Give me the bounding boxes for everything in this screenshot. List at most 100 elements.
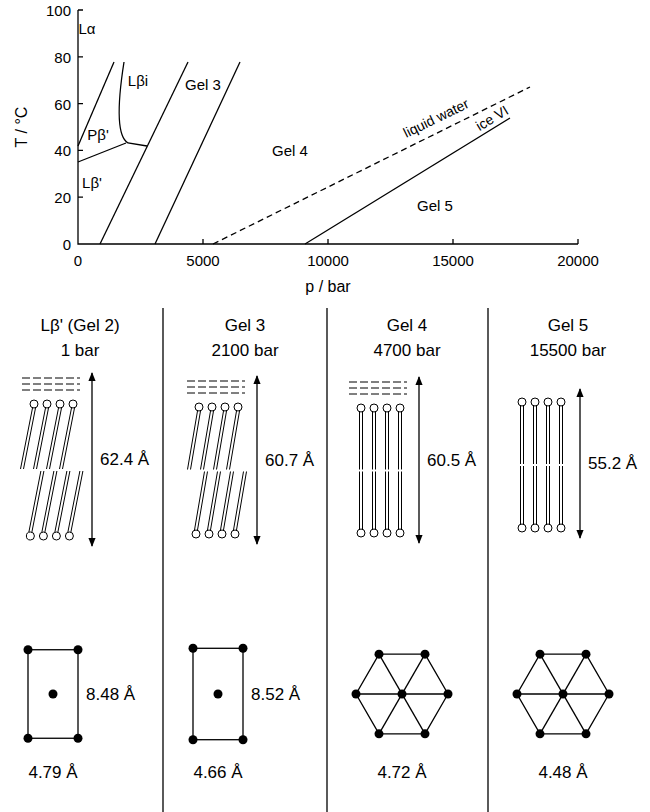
lipid-chain	[24, 408, 36, 469]
lipid-chain	[50, 408, 62, 469]
lipid-chain	[211, 472, 221, 531]
lipid-chain	[562, 406, 563, 464]
lipid-head	[370, 529, 378, 537]
lipid-chain	[359, 472, 360, 530]
chart-label: Lβ'	[82, 175, 102, 190]
lipid-chain	[362, 472, 363, 530]
lattice-point	[189, 644, 198, 653]
chart-label: 100	[46, 3, 71, 18]
water-layer	[187, 393, 245, 394]
panel-label: 60.7 Å	[265, 451, 314, 468]
chart-label: Gel 4	[272, 143, 308, 158]
phase-boundaries	[78, 62, 530, 244]
lipid-chain	[559, 466, 560, 524]
lipid-head	[383, 529, 391, 537]
water-layer	[22, 390, 80, 391]
lattice-point	[352, 690, 361, 699]
chart-label: Gel 5	[417, 198, 453, 213]
lipid-chain	[34, 408, 46, 469]
lipid-head	[192, 530, 200, 538]
panel-separators	[163, 308, 488, 812]
lipid-head	[56, 400, 64, 408]
panel-label: 60.5 Å	[427, 451, 476, 468]
lipid-head	[234, 403, 242, 411]
chart-label: 0	[63, 237, 71, 252]
panel-label: 8.48 Å	[86, 686, 135, 703]
chart-label: 80	[54, 49, 71, 64]
lattice-point	[398, 690, 407, 699]
lipid-head	[396, 404, 404, 412]
lattice-point	[24, 734, 33, 743]
lipid-chain	[536, 466, 537, 524]
separator-line	[487, 308, 488, 812]
lattice-point	[421, 729, 430, 738]
lipid-chain	[388, 412, 389, 470]
lipid-chain	[191, 411, 201, 470]
lattice-point	[189, 735, 198, 744]
lipid-head	[30, 400, 38, 408]
lipid-head	[531, 398, 539, 406]
lipid-head	[208, 403, 216, 411]
x-ticks	[203, 239, 578, 244]
lipid-chain	[37, 408, 49, 469]
lipid-chain	[372, 412, 373, 470]
chart-label: Lα	[78, 21, 95, 36]
lipid-head	[396, 529, 404, 537]
panel-label: Gel 4	[387, 317, 428, 334]
panel-label: 1 bar	[61, 342, 100, 359]
panel-label: Gel 3	[225, 317, 266, 334]
lipid-chain	[546, 466, 547, 524]
lipid-chain	[533, 406, 534, 464]
lipid-head	[195, 403, 203, 411]
water-layer	[349, 382, 407, 383]
lipid-chain	[29, 471, 41, 532]
lattice-point	[74, 734, 83, 743]
lipid-head	[357, 529, 365, 537]
lattice-point	[74, 645, 83, 654]
lipid-head	[557, 398, 565, 406]
lipid-chain	[58, 471, 70, 532]
chart-label: 0	[74, 253, 82, 268]
lipid-head	[218, 530, 226, 538]
chart-label: 60	[54, 96, 71, 111]
chart-label: 5000	[186, 253, 219, 268]
panel-label: 62.4 Å	[100, 451, 149, 468]
lipid-head	[205, 530, 213, 538]
panel-label: Gel 5	[548, 317, 589, 334]
panel-label: 4.79 Å	[28, 764, 77, 781]
lipid-head	[221, 403, 229, 411]
chart-label: 15000	[432, 253, 474, 268]
lipid-chain	[549, 466, 550, 524]
chart-label: Gel 3	[185, 77, 221, 92]
lattice-line	[540, 654, 586, 734]
lattice-point	[239, 644, 248, 653]
lipid-chain	[398, 412, 399, 470]
lipid-chain	[32, 471, 44, 532]
lipid-chain	[520, 406, 521, 464]
lipid-chain	[523, 406, 524, 464]
lipid-chain	[562, 466, 563, 524]
lipid-chain	[71, 471, 83, 532]
panel-label: 8.52 Å	[251, 686, 300, 703]
y-ticks	[78, 10, 83, 197]
lipid-chain	[63, 408, 75, 469]
lattice-point	[375, 650, 384, 659]
panel-label: 15500 bar	[530, 342, 607, 359]
lipid-chain	[520, 466, 521, 524]
lipid-head	[544, 524, 552, 532]
water-layer	[187, 381, 245, 382]
chart-label: T / °C	[14, 107, 30, 148]
lattice-point	[582, 650, 591, 659]
lipid-chain	[385, 412, 386, 470]
lipid-chain	[388, 472, 389, 530]
lipid-chain	[204, 411, 214, 470]
chart-label: 10000	[307, 253, 349, 268]
chart-label: Pβ'	[87, 127, 109, 142]
lipid-head	[531, 524, 539, 532]
panel-label: 4.48 Å	[538, 764, 587, 781]
water-layer	[22, 378, 80, 379]
lipid-chain	[21, 408, 33, 469]
lipid-head	[544, 398, 552, 406]
lattice-line	[379, 654, 425, 734]
lattice-point	[49, 690, 58, 699]
